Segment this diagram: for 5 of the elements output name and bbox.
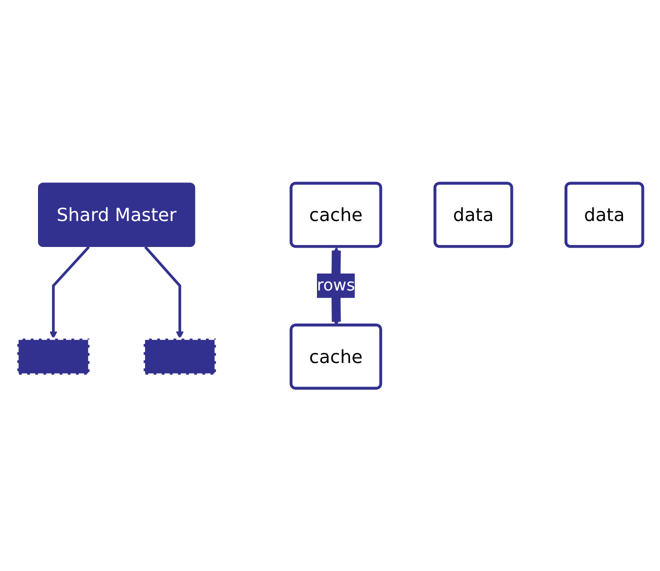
arrow xyxy=(49,246,90,339)
node-bar xyxy=(16,336,91,376)
edge-label: rows xyxy=(316,276,355,295)
node-bar xyxy=(142,336,218,376)
arrow xyxy=(144,246,184,339)
